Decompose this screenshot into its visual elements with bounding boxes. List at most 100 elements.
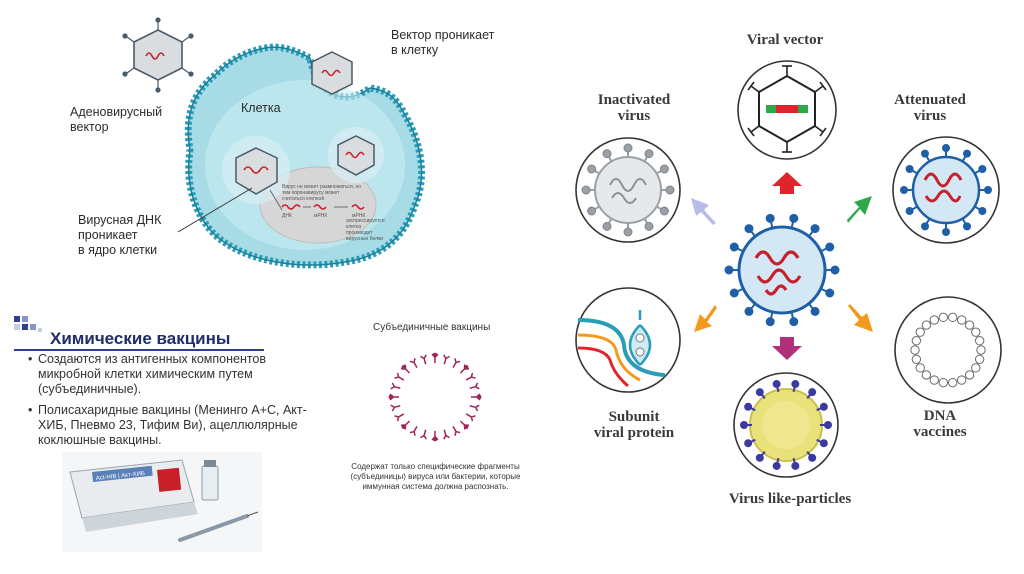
spike-head bbox=[644, 149, 654, 159]
dna-bead bbox=[929, 315, 939, 325]
inactivated-label: Inactivated virus bbox=[597, 92, 671, 124]
arrow-purple bbox=[772, 337, 802, 360]
spike-head bbox=[724, 265, 734, 275]
bullet-1: • Создаются из антигенных компонентов ми… bbox=[28, 352, 328, 397]
dna-bead bbox=[910, 345, 920, 355]
spike-head bbox=[772, 380, 781, 389]
spike-head bbox=[587, 206, 597, 216]
spike-head bbox=[810, 224, 820, 234]
dna-bead bbox=[911, 354, 922, 364]
spike-head bbox=[921, 149, 929, 158]
dna-bead bbox=[915, 363, 925, 373]
subunit-protein-label: Subunit viral protein bbox=[593, 409, 675, 441]
note-protein: экспрессируется клетка производит вирусн… bbox=[346, 218, 385, 242]
arrow-orange-left bbox=[694, 305, 717, 332]
spike-head bbox=[789, 213, 799, 223]
spike-head bbox=[581, 185, 591, 195]
dna-bead bbox=[964, 320, 975, 330]
slide-corner-decor bbox=[14, 316, 42, 332]
dna-bead bbox=[974, 354, 985, 364]
spike-head bbox=[942, 144, 950, 152]
bullet-dot: • bbox=[28, 352, 33, 366]
subunit-antigen bbox=[465, 372, 476, 381]
spike-head bbox=[729, 288, 739, 298]
dna-bead bbox=[911, 336, 922, 346]
spike-head bbox=[729, 242, 739, 252]
arrow-orange bbox=[848, 304, 873, 332]
spike-head bbox=[978, 165, 987, 173]
spike-head bbox=[602, 221, 612, 231]
dna-bead bbox=[957, 375, 967, 385]
spike-head bbox=[772, 461, 781, 470]
spike-head bbox=[942, 228, 950, 236]
bullet-1-text: Создаются из антигенных компонентов микр… bbox=[38, 352, 267, 396]
dna-bead bbox=[971, 363, 981, 373]
bullet-2-text: Полисахаридные вакцины (Менинго А+С, Акт… bbox=[38, 403, 307, 447]
subunit-antigen bbox=[459, 364, 469, 374]
spike-head bbox=[791, 461, 800, 470]
dna-label: ДНК bbox=[282, 213, 292, 219]
subunit-antigen bbox=[409, 358, 418, 369]
virus-capsid-inside bbox=[235, 147, 278, 195]
spike-head bbox=[810, 306, 820, 316]
dna-bead bbox=[938, 312, 949, 323]
subunit-antigen bbox=[469, 404, 480, 412]
title-underline bbox=[14, 349, 264, 351]
subunit-antigen bbox=[388, 393, 399, 401]
spike-head bbox=[765, 317, 775, 327]
dna-bead bbox=[947, 377, 958, 388]
spike-head bbox=[623, 227, 633, 237]
spike-head bbox=[755, 388, 764, 397]
subunit-antigen bbox=[390, 404, 401, 412]
bullet-dot: • bbox=[28, 403, 33, 417]
mrna-label-2: мРНК bbox=[352, 213, 366, 219]
subunit-antigen bbox=[420, 429, 427, 440]
dna-bead bbox=[915, 327, 925, 337]
dna-bead bbox=[964, 370, 975, 380]
subunit-antigen bbox=[401, 420, 411, 430]
subunit-antigen bbox=[459, 420, 469, 430]
vaccine-package-image: Act-HIB | Акт-ХИБ bbox=[62, 452, 262, 552]
dna-bead bbox=[947, 312, 958, 323]
subunit-caption: Содержат только специфические фрагменты … bbox=[350, 462, 521, 491]
subunit-antigen bbox=[443, 429, 450, 440]
spike-head bbox=[665, 185, 675, 195]
cell-label: Клетка bbox=[241, 101, 281, 115]
adenovirus-cell-diagram bbox=[122, 17, 425, 269]
spike-head bbox=[819, 439, 828, 448]
spike-head bbox=[659, 164, 669, 174]
spike-head bbox=[659, 206, 669, 216]
spike-head bbox=[819, 402, 828, 411]
dna-bead bbox=[971, 327, 981, 337]
spike-head bbox=[791, 380, 800, 389]
dna-vaccines-label: DNA vaccines bbox=[913, 408, 967, 440]
spike-head bbox=[744, 306, 754, 316]
dna-bead bbox=[921, 370, 932, 380]
spike-head bbox=[744, 439, 753, 448]
spike-head bbox=[789, 317, 799, 327]
spike-head bbox=[978, 207, 987, 215]
subunit-antigen bbox=[420, 354, 427, 365]
spike-head bbox=[963, 222, 971, 231]
spike-head bbox=[744, 402, 753, 411]
spike-head bbox=[765, 213, 775, 223]
spike-head bbox=[824, 421, 832, 429]
spike-head bbox=[755, 453, 764, 462]
subunit-antigen bbox=[469, 382, 480, 390]
subunit-circle bbox=[575, 287, 681, 393]
viral-dna-label: Вирусная ДНК проникает в ядро клетки bbox=[78, 213, 162, 257]
spike-head bbox=[587, 164, 597, 174]
spike-head bbox=[808, 388, 817, 397]
subunit-antigen bbox=[443, 354, 450, 365]
vlp-label: Virus like-particles bbox=[728, 491, 852, 507]
virus-entering bbox=[311, 51, 353, 95]
arrow-lavender bbox=[691, 198, 716, 225]
spike-head bbox=[905, 165, 914, 173]
dna-bead bbox=[938, 377, 949, 388]
dna-bead bbox=[957, 315, 967, 325]
note-virus: Вирус не может размножаться, но тем коро… bbox=[282, 184, 362, 202]
mrna-label-1: мРНК bbox=[314, 213, 328, 219]
dna-vaccines-circle bbox=[894, 296, 1002, 404]
subunit-antigen bbox=[431, 430, 439, 442]
vaccine-types-diagram bbox=[575, 60, 1002, 478]
